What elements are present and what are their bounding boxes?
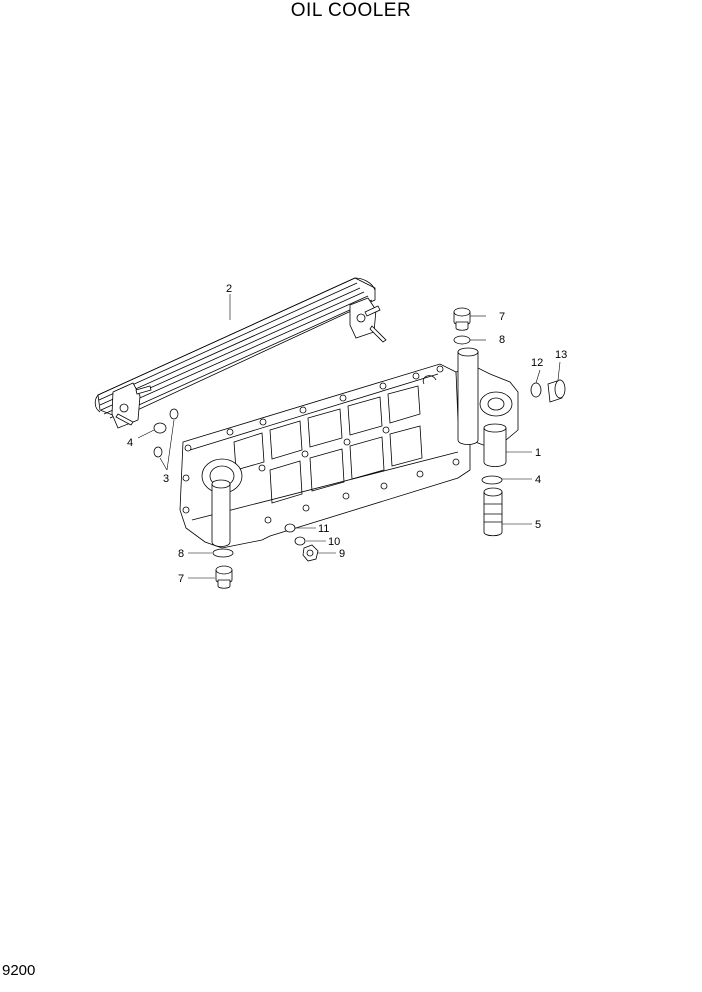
o-ring-3a: [169, 408, 179, 420]
callout-11: 11: [318, 523, 329, 535]
valve-5: [483, 487, 503, 537]
oil-cooler-element: [94, 277, 387, 429]
callout-12: 12: [531, 357, 543, 369]
o-ring-12: [530, 382, 542, 398]
page-number: 9200: [2, 962, 36, 979]
plug-7-bottom: [215, 565, 233, 589]
o-ring-8-top: [453, 335, 471, 345]
callout-3: 3: [163, 473, 169, 485]
nut-9: [302, 544, 319, 562]
leader-lines: [137, 294, 561, 579]
callout-8-bottom: 8: [178, 548, 184, 560]
callout-4-right: 4: [535, 474, 541, 486]
callout-8-top: 8: [499, 334, 505, 346]
callout-2: 2: [226, 283, 232, 295]
oil-cooler-housing: [179, 347, 519, 549]
plug-7-top: [453, 307, 471, 331]
callout-9: 9: [339, 548, 345, 560]
o-ring-3b: [153, 446, 163, 458]
o-ring-8-bottom: [212, 548, 234, 558]
plug-13: [547, 379, 566, 403]
callout-4-left: 4: [127, 437, 133, 449]
callout-7-bottom: 7: [178, 573, 184, 585]
callout-7-top: 7: [499, 311, 505, 323]
page-title: OIL COOLER: [290, 0, 412, 21]
o-ring-4-left: [153, 422, 167, 434]
callout-5: 5: [535, 519, 541, 531]
washer-10: [294, 536, 306, 546]
callout-1: 1: [535, 447, 541, 459]
callout-13: 13: [555, 349, 567, 361]
callout-10: 10: [328, 536, 340, 548]
o-ring-4-right: [481, 475, 503, 485]
washer-11: [284, 523, 296, 533]
